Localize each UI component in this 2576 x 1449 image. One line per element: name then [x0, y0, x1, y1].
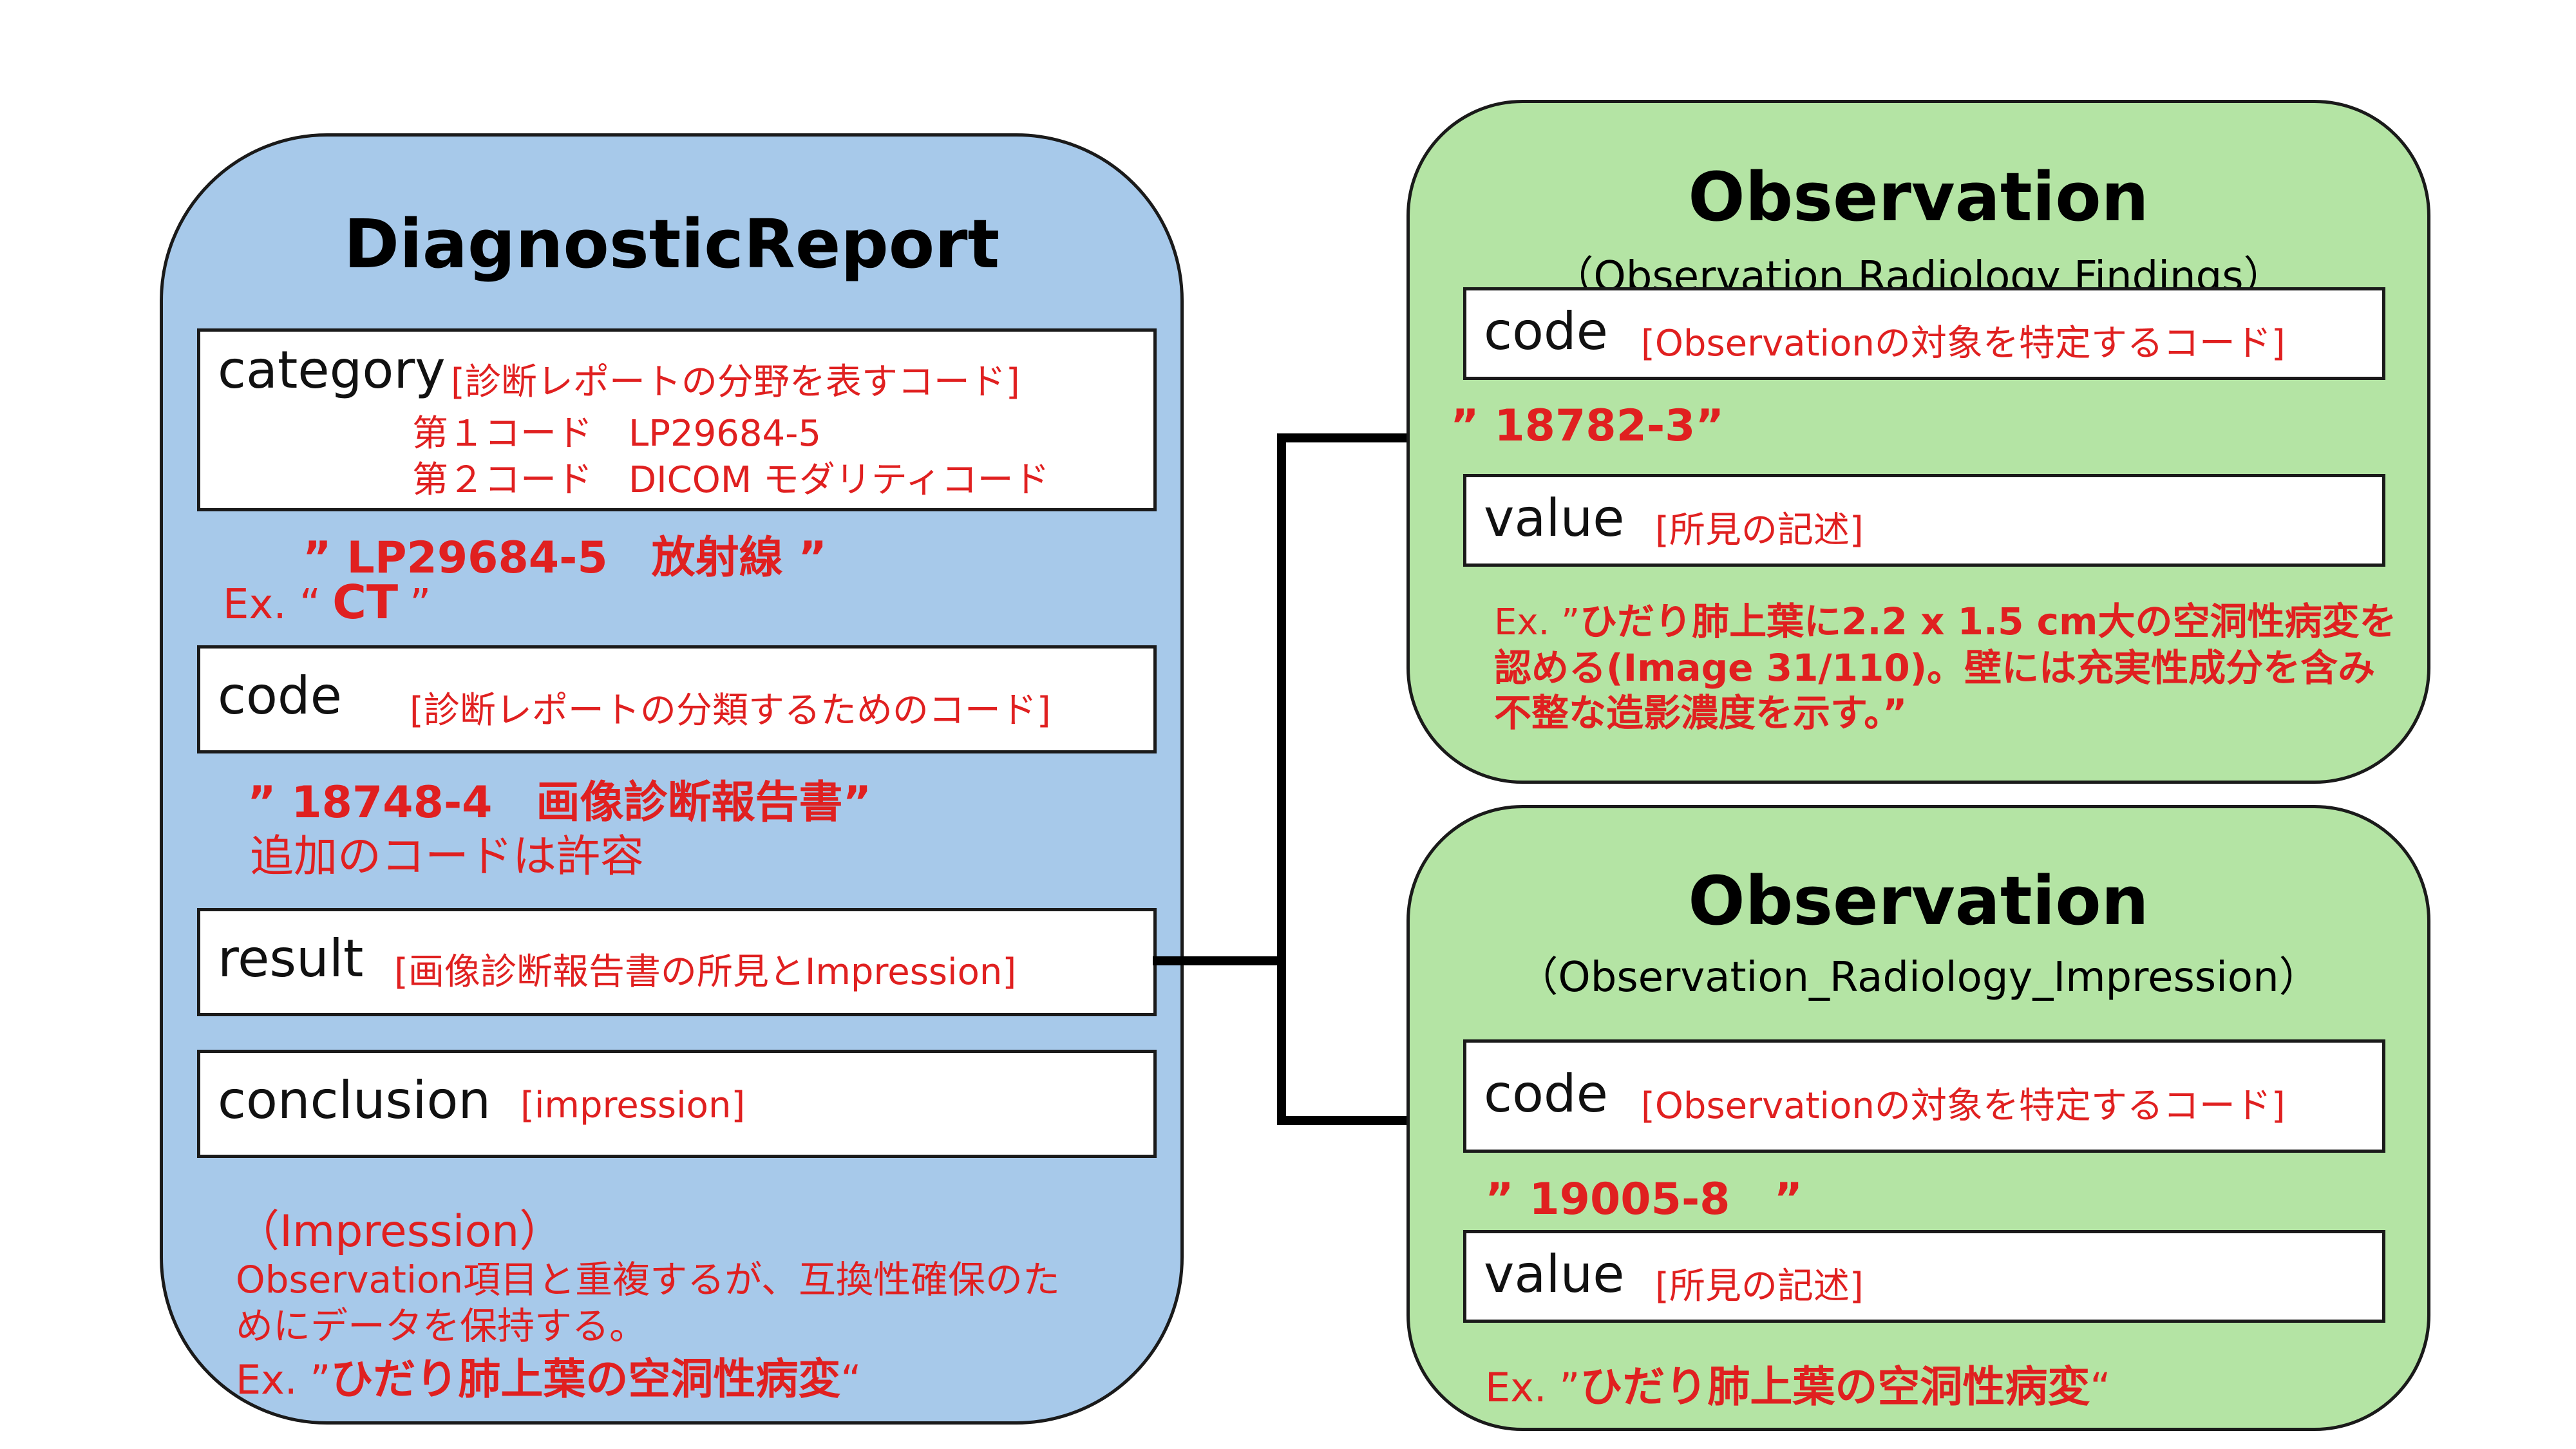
observation-impression-title: Observation [1688, 862, 2149, 940]
impression-value-field [1463, 1230, 2385, 1323]
conclusion-field [197, 1050, 1157, 1158]
conclusion-name: conclusion [218, 1070, 491, 1130]
conclusion-example-prefix: Ex. ” [236, 1356, 331, 1403]
diagnostic-report-title: DiagnosticReport [343, 205, 1000, 283]
category-example-suffix: ” [410, 581, 431, 629]
observation-impression-subtitle: （Observation_Radiology_Impression） [1517, 954, 2320, 1001]
observation-findings-panel [1406, 100, 2430, 784]
conclusion-note-line1: Observation項目と重複するが、互換性確保のた [236, 1258, 1061, 1302]
impression-example: Ex. ”ひだり肺上葉の空洞性病変“ [1485, 1352, 2111, 1414]
impression-value-desc: [所見の記述] [1655, 1265, 1864, 1307]
conclusion-example: Ex. ”ひだり肺上葉の空洞性病変“ [236, 1345, 862, 1406]
result-desc: [画像診断報告書の所見とImpression] [394, 951, 1017, 993]
category-value: ” LP29684-5 放射線 ” [303, 533, 828, 583]
findings-example-prefix: Ex. ” [1494, 601, 1580, 643]
findings-value-field [1463, 474, 2385, 567]
connector-vertical [1277, 433, 1286, 1125]
impression-code-value: ” 19005-8 ” [1485, 1174, 1803, 1225]
result-name: result [218, 929, 364, 989]
conclusion-note-line2: めにデータを保持する。 [236, 1304, 647, 1348]
category-code2: 第２コード DICOM モダリティコード [412, 459, 1050, 501]
conclusion-desc: [impression] [520, 1084, 746, 1126]
findings-code-value: ” 18782-3” [1450, 401, 1725, 451]
findings-example-line1: Ex. ”ひだり肺上葉に2.2 x 1.5 cm大の空洞性病変を [1494, 591, 2396, 645]
category-example-value: CT [332, 575, 399, 629]
impression-code-name: code [1484, 1064, 1608, 1124]
impression-example-prefix: Ex. ” [1485, 1364, 1580, 1411]
category-example-prefix: Ex. “ [223, 581, 321, 629]
findings-example-text1: ひだり肺上葉に2.2 x 1.5 cm大の空洞性病変を [1580, 600, 2397, 643]
conclusion-example-suffix: “ [840, 1356, 862, 1403]
report-code-value: ” 18748-4 画像診断報告書” [247, 777, 872, 828]
connector-findings-horizontal [1277, 433, 1412, 442]
result-field [197, 908, 1157, 1016]
connector-result-horizontal [1153, 956, 1282, 965]
conclusion-paren: （Impression） [236, 1206, 564, 1257]
report-code-name: code [218, 666, 342, 726]
report-code-note: 追加のコードは許容 [250, 831, 645, 882]
findings-example-line3: 不整な造影濃度を示す。” [1494, 691, 1908, 735]
category-desc: [診断レポートの分野を表すコード] [451, 361, 1020, 403]
category-code1: 第１コード LP29684-5 [412, 413, 821, 455]
conclusion-example-value: ひだり肺上葉の空洞性病変 [330, 1354, 841, 1404]
impression-code-desc: [Observationの対象を特定するコード] [1641, 1085, 2286, 1127]
findings-code-desc: [Observationの対象を特定するコード] [1641, 323, 2286, 365]
connector-impression-horizontal [1277, 1116, 1412, 1125]
category-example: Ex. “CT” [223, 575, 431, 629]
impression-code-field [1463, 1039, 2385, 1153]
impression-value-name: value [1484, 1244, 1625, 1304]
observation-findings-title: Observation [1688, 158, 2149, 236]
findings-code-field [1463, 287, 2385, 380]
findings-value-desc: [所見の記述] [1655, 509, 1864, 551]
report-code-field [197, 645, 1157, 753]
impression-example-suffix: “ [2090, 1364, 2111, 1411]
findings-value-name: value [1484, 488, 1625, 548]
impression-example-value: ひだり肺上葉の空洞性病変 [1580, 1362, 2090, 1412]
findings-code-name: code [1484, 301, 1608, 361]
category-name: category [218, 340, 446, 400]
report-code-desc: [診断レポートの分類するためのコード] [410, 690, 1051, 732]
category-field [197, 328, 1157, 511]
findings-example-line2: 認める(Image 31/110)。壁には充実性成分を含み [1494, 646, 2376, 690]
